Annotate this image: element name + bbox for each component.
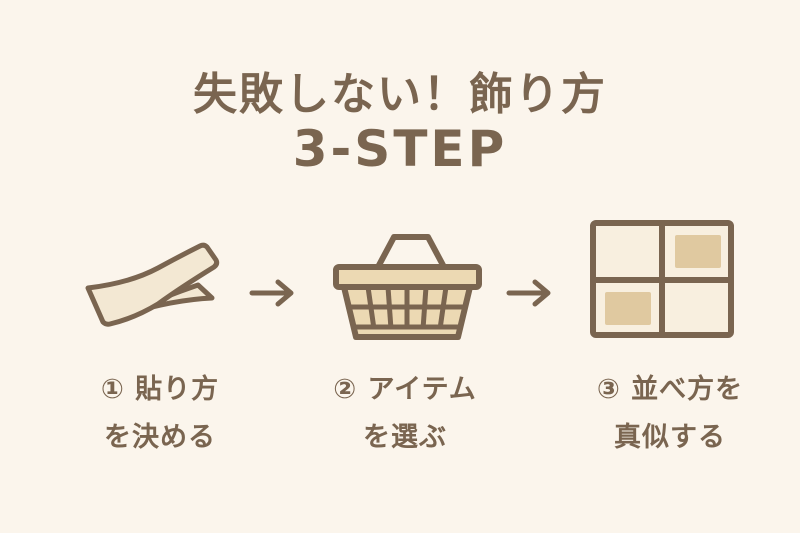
page-title: 失敗しない！飾り方	[193, 69, 607, 120]
tape-strip-icon	[85, 242, 220, 327]
shopping-basket-icon	[333, 234, 482, 340]
page-subtitle: 3-STEP	[292, 120, 508, 178]
step-1-line1: ① 貼り方	[100, 374, 220, 405]
step-3-line1: ③ 並べ方を	[596, 374, 744, 405]
step-2-line1: ② アイテム	[333, 374, 477, 405]
step-1-line2: を決める	[104, 422, 216, 453]
step-3-line2: 真似する	[614, 422, 726, 453]
step-1-label: ① 貼り方 を決める	[60, 366, 260, 462]
step-3-label: ③ 並べ方を 真似する	[570, 366, 770, 462]
step-2-line2: を選ぶ	[363, 422, 447, 453]
arrow-right-icon	[249, 279, 294, 307]
arrow-right-icon	[506, 279, 551, 307]
step-2-label: ② アイテム を選ぶ	[305, 366, 505, 462]
grid-layout-icon	[590, 220, 734, 338]
